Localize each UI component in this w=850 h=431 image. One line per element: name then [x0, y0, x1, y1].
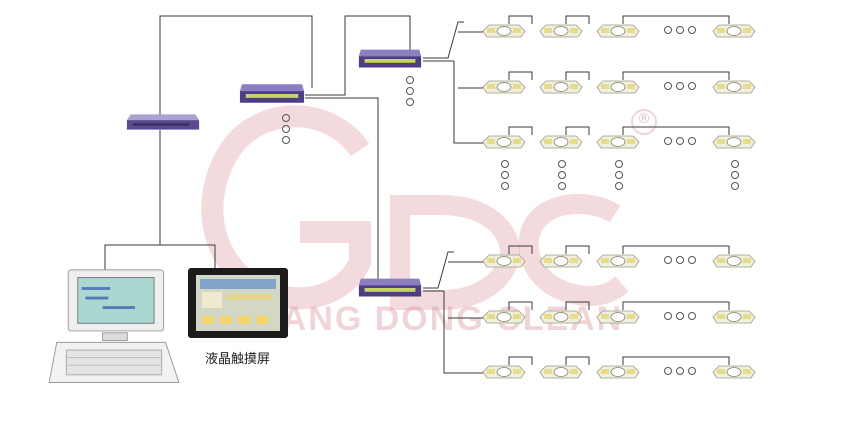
fan-filter-unit-top-r3-c4 — [712, 135, 756, 149]
touch-screen-caption: 液晶触摸屏 — [205, 352, 271, 367]
row-continuation-bottom-r1 — [664, 256, 696, 264]
fan-filter-unit-bottom-r1-c4 — [712, 254, 756, 268]
fan-filter-unit-bottom-r3-c2 — [539, 365, 583, 379]
fan-filter-unit-bottom-r2-c3 — [596, 310, 640, 324]
fan-filter-unit-bottom-r3-c1 — [482, 365, 526, 379]
fan-filter-unit-bottom-r2-c2 — [539, 310, 583, 324]
row-continuation-bottom-r2 — [664, 312, 696, 320]
column-continuation-c1 — [501, 160, 509, 193]
fan-filter-unit-bottom-r3-c3 — [596, 365, 640, 379]
switch-top[interactable] — [357, 47, 423, 71]
fan-filter-unit-bottom-r2-c1 — [482, 310, 526, 324]
fan-filter-unit-top-r3-c3 — [596, 135, 640, 149]
fan-filter-unit-top-r1-c3 — [596, 24, 640, 38]
column-continuation-c3 — [615, 160, 623, 193]
touch-screen[interactable] — [188, 268, 288, 338]
fan-filter-unit-bottom-r1-c1 — [482, 254, 526, 268]
fan-filter-unit-top-r1-c2 — [539, 24, 583, 38]
fan-filter-unit-bottom-r3-c4 — [712, 365, 756, 379]
row-continuation-top-r1 — [664, 26, 696, 34]
row-continuation-top-r3 — [664, 137, 696, 145]
switch-upper[interactable] — [238, 82, 306, 106]
fan-filter-unit-top-r2-c2 — [539, 80, 583, 94]
fan-filter-unit-top-r2-c3 — [596, 80, 640, 94]
registered-mark: ® — [637, 111, 651, 127]
switch-upper-continuation — [282, 114, 290, 144]
fan-filter-unit-top-r1-c4 — [712, 24, 756, 38]
row-continuation-top-r2 — [664, 82, 696, 90]
fan-filter-unit-top-r2-c4 — [712, 80, 756, 94]
switch-top-continuation — [406, 76, 414, 106]
switch-bottom[interactable] — [357, 276, 423, 300]
fan-filter-unit-bottom-r1-c2 — [539, 254, 583, 268]
fan-filter-unit-top-r3-c1 — [482, 135, 526, 149]
column-continuation-c4 — [731, 160, 739, 193]
row-continuation-bottom-r3 — [664, 367, 696, 375]
fan-filter-unit-top-r3-c2 — [539, 135, 583, 149]
fan-filter-unit-top-r2-c1 — [482, 80, 526, 94]
computer[interactable] — [44, 268, 184, 392]
column-continuation-c2 — [558, 160, 566, 193]
core-switch[interactable] — [125, 112, 201, 132]
fan-filter-unit-bottom-r2-c4 — [712, 310, 756, 324]
fan-filter-unit-bottom-r1-c3 — [596, 254, 640, 268]
fan-filter-unit-top-r1-c1 — [482, 24, 526, 38]
